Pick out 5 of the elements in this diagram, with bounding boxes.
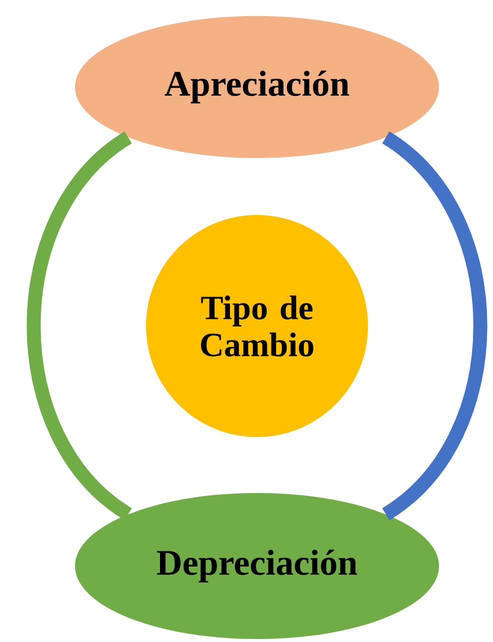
- arc-connector: [26, 132, 132, 520]
- oval-node: Apreciación: [75, 16, 439, 158]
- circle-node: Tipo de Cambio: [146, 215, 368, 437]
- oval-node: Depreciación: [75, 493, 439, 639]
- arc-connector: [382, 132, 488, 520]
